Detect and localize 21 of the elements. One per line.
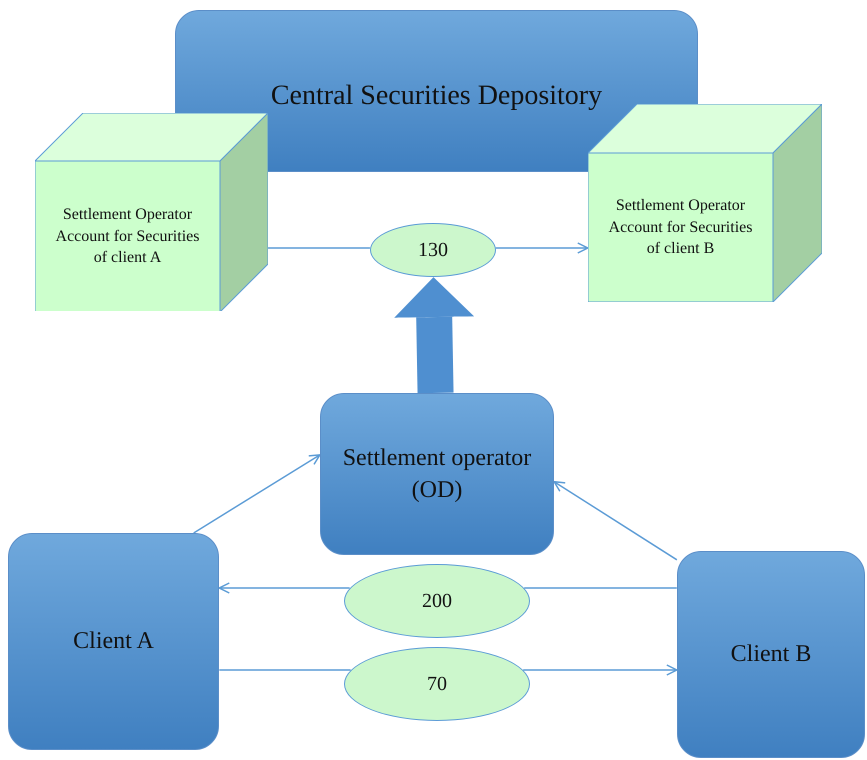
client-box [677, 551, 865, 758]
arrow [496, 242, 589, 254]
node-label: Client A [72, 627, 155, 656]
arrow [553, 480, 678, 560]
client-box [8, 533, 219, 750]
connector-line [219, 669, 351, 671]
arrow [193, 454, 321, 534]
amount-label: 130 [417, 238, 449, 262]
amount-label: 200 [421, 588, 453, 614]
connector-line [524, 587, 677, 589]
block-arrow [394, 277, 474, 394]
arrow [523, 664, 678, 676]
node-label: Settlement Operator Account for Securities of client A [54, 205, 200, 268]
node-label: Client B [730, 640, 812, 670]
arrow [218, 582, 350, 594]
operator-box [320, 393, 554, 555]
amount-label: 70 [426, 672, 448, 696]
node-label: Settlement Operator Account for Securities of client B [608, 196, 754, 260]
node-label: Central Securities Depository [270, 79, 604, 113]
node-label: Settlement operator (OD) [342, 444, 532, 505]
connector-line [268, 247, 370, 249]
